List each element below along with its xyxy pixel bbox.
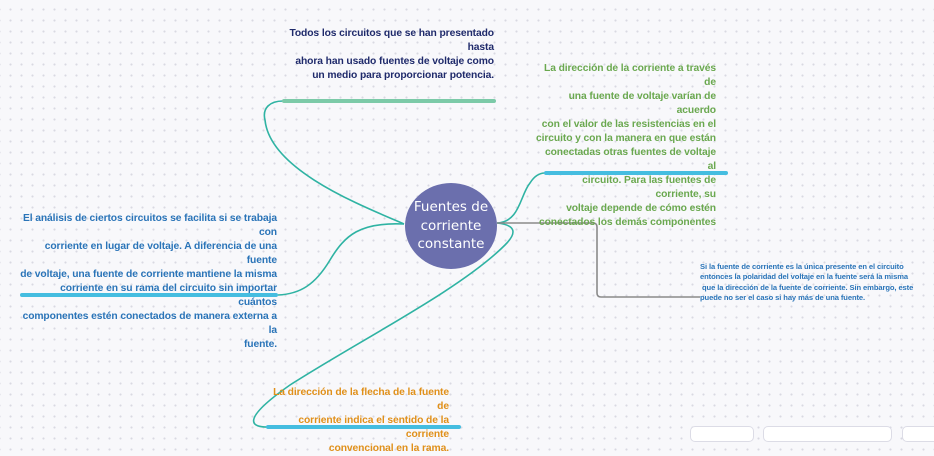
text-line: ahora han usado fuentes de voltaje como	[295, 56, 494, 67]
text-line: fuente.	[243, 339, 277, 350]
topic-top-text[interactable]: Todos los circuitos que se han presentad…	[280, 27, 494, 83]
topic-left-underline	[20, 293, 278, 297]
connector-top	[263, 100, 405, 225]
text-line: corriente en lugar de voltaje. A diferen…	[44, 241, 277, 266]
text-line: puede no ser el caso si hay más de una f…	[700, 293, 866, 303]
text-line: componentes estén conectados de manera e…	[22, 311, 278, 336]
text-line: circuito. Para las fuentes de corriente,…	[582, 175, 716, 200]
text-line: Si la fuente de corriente es la única pr…	[700, 262, 904, 271]
connector-right-bottom	[497, 222, 700, 298]
topic-right-top-text[interactable]: La dirección de la corriente a través de…	[535, 62, 716, 230]
text-line: La dirección de la corriente a través de	[544, 63, 716, 88]
topic-bottom-text[interactable]: La dirección de la flecha de la fuente d…	[268, 386, 449, 456]
text-line: corriente en su rama del circuito sin im…	[60, 283, 277, 308]
text-line: Todos los circuitos que se han presentad…	[289, 28, 494, 53]
text-line: un medio para proporcionar potencia.	[312, 70, 494, 81]
central-topic[interactable]: Fuentes de corriente constante	[405, 183, 497, 269]
central-topic-label: Fuentes de corriente constante	[413, 199, 489, 253]
topic-bottom-underline	[266, 425, 461, 429]
text-line: convencional en la rama.	[328, 443, 449, 454]
toolbar-button-1[interactable]	[690, 426, 754, 442]
text-line: El análisis de ciertos circuitos se faci…	[22, 213, 277, 238]
topic-right-bottom-text[interactable]: Si la fuente de corriente es la única pr…	[700, 262, 918, 304]
text-line: La dirección de la flecha de la fuente d…	[273, 387, 449, 412]
text-line: conectados los demás componentes	[538, 217, 716, 228]
text-line: de voltaje, una fuente de corriente mant…	[20, 269, 277, 280]
text-line: entonces la polaridad del voltaje en la …	[700, 272, 908, 282]
text-line: que la dirección de la fuente de corrien…	[700, 282, 914, 292]
toolbar-button-2[interactable]	[763, 426, 892, 442]
topic-top-underline	[282, 99, 496, 103]
text-line: con el valor de las resistencias en el	[541, 119, 716, 130]
text-line: conectadas otras fuentes de voltaje al	[544, 147, 716, 172]
text-line: una fuente de voltaje varían de acuerdo	[568, 91, 717, 116]
topic-left-text[interactable]: El análisis de ciertos circuitos se faci…	[20, 212, 277, 352]
toolbar-button-3[interactable]	[902, 426, 934, 442]
connector-left	[277, 223, 405, 296]
topic-right-top-underline	[544, 171, 728, 175]
text-line: voltaje depende de cómo estén	[566, 203, 716, 214]
text-line: circuito y con la manera en que están	[536, 133, 716, 144]
